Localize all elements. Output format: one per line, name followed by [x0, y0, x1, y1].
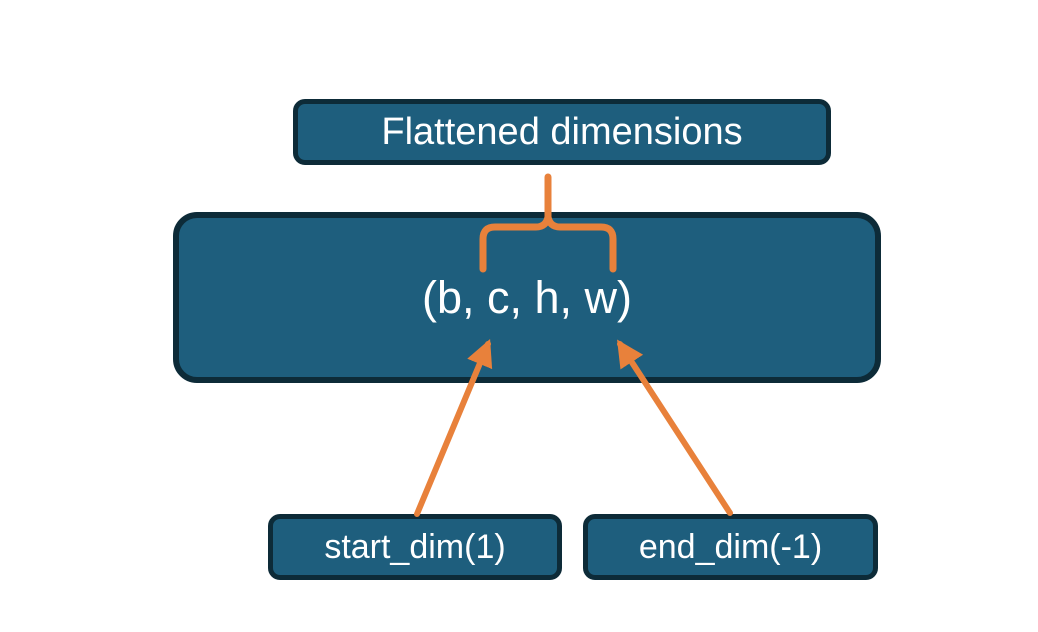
tensor-shape-label: (b, c, h, w): [421, 272, 633, 323]
start-dim-label: start_dim(1): [324, 528, 506, 566]
flattened-dimensions-box: Flattened dimensions: [293, 99, 831, 165]
end-dim-label: end_dim(-1): [638, 528, 823, 566]
end-dim-box: end_dim(-1): [583, 514, 878, 580]
tensor-shape-box: (b, c, h, w): [173, 212, 881, 383]
start-dim-box: start_dim(1): [268, 514, 562, 580]
flattened-dimensions-label: Flattened dimensions: [381, 111, 743, 153]
